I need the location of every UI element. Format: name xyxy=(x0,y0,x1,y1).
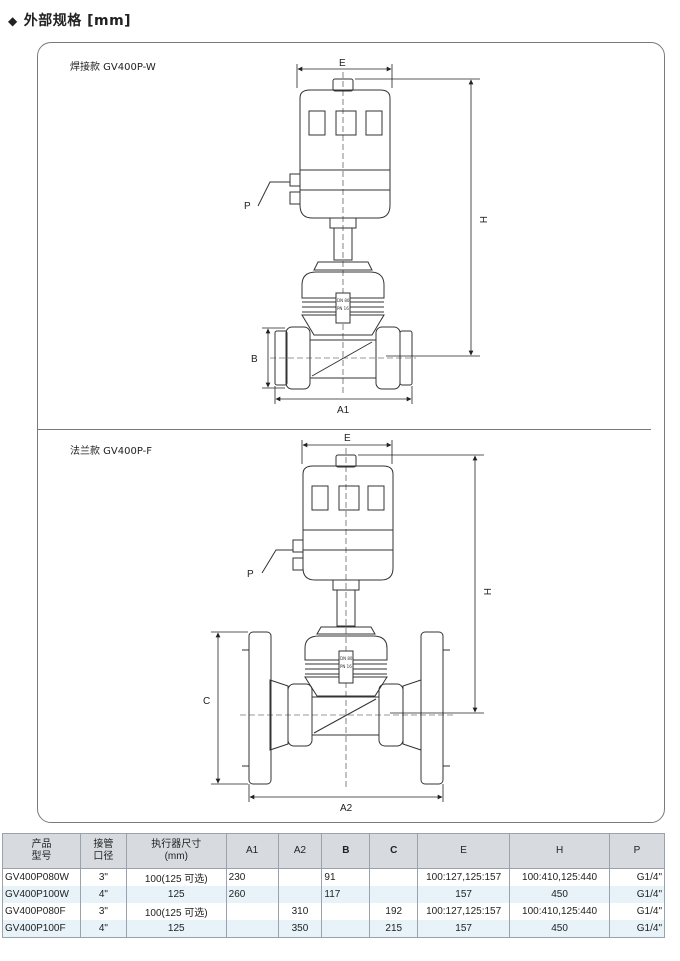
table-row: GV400P080F 3" 100(125 可选) 310 192 100:12… xyxy=(2,903,665,920)
air-port-icon xyxy=(289,191,301,205)
table-header-row: 产品型号 接管口径 执行器尺寸(mm) A1 A2 B C E H P xyxy=(2,833,665,869)
valve-mark-dn: DN 80 xyxy=(340,656,353,661)
spec-table: 产品型号 接管口径 执行器尺寸(mm) A1 A2 B C E H P GV40… xyxy=(2,833,665,938)
header-actuator: 执行器尺寸(mm) xyxy=(125,833,227,869)
valve-mark-dn: DN 80 xyxy=(337,298,350,303)
diamond-bullet-icon: ◆ xyxy=(8,14,18,28)
header-c: C xyxy=(369,833,419,869)
dim-p-welded: P xyxy=(244,201,251,212)
dim-a2-flanged: A2 xyxy=(340,803,353,814)
header-p: P xyxy=(609,833,665,869)
valve-mark-pn: PN 16 xyxy=(340,664,352,669)
actuator-housing xyxy=(299,89,391,219)
actuator-indicator-icon xyxy=(332,78,354,92)
table-row: GV400P100F 4" 125 350 215 157 450 G1/4" xyxy=(2,920,665,938)
welded-dimensions xyxy=(262,64,480,404)
air-port-icon xyxy=(292,557,304,571)
actuator-indicator-icon xyxy=(335,454,357,468)
header-e: E xyxy=(417,833,511,869)
air-port-icon xyxy=(289,173,301,187)
dim-p-flanged: P xyxy=(247,569,254,580)
welded-valve-drawing xyxy=(257,72,416,395)
dim-b-welded: B xyxy=(251,354,258,365)
table-row: GV400P100W 4" 125 260 117 157 450 G1/4" xyxy=(2,886,665,903)
flanged-dimensions xyxy=(211,440,484,802)
dim-c-flanged: C xyxy=(203,696,210,707)
dim-h-welded: H xyxy=(477,216,488,223)
actuator-window-icon xyxy=(308,110,326,136)
dim-e-flanged: E xyxy=(344,433,351,444)
header-b: B xyxy=(321,833,371,869)
header-a2: A2 xyxy=(277,833,323,869)
variant-label-welded: 焊接款 GV400P-W xyxy=(70,62,156,73)
dim-a1-welded: A1 xyxy=(337,405,350,416)
header-size: 接管口径 xyxy=(79,833,127,869)
section-title: ◆ 外部规格 [mm] xyxy=(8,10,131,30)
header-model: 产品型号 xyxy=(2,833,81,869)
actuator-window-icon xyxy=(367,485,385,511)
section-title-text: 外部规格 [mm] xyxy=(23,13,132,29)
air-port-icon xyxy=(292,539,304,553)
dim-e-welded: E xyxy=(339,58,346,69)
header-h: H xyxy=(509,833,611,869)
flange-right xyxy=(420,631,444,785)
actuator-window-icon xyxy=(365,110,383,136)
actuator-housing xyxy=(302,465,394,581)
actuator-window-icon xyxy=(338,485,360,511)
flanged-valve-drawing xyxy=(240,448,455,790)
actuator-window-icon xyxy=(311,485,329,511)
valve-mark-pn: PN 16 xyxy=(337,306,349,311)
flange-left xyxy=(248,631,272,785)
variant-label-flanged: 法兰款 GV400P-F xyxy=(70,446,153,457)
table-row: GV400P080W 3" 100(125 可选) 230 91 100:127… xyxy=(2,868,665,886)
actuator-window-icon xyxy=(335,110,357,136)
panel-divider xyxy=(37,429,651,430)
drawing-panel xyxy=(37,42,665,823)
header-a1: A1 xyxy=(225,833,279,869)
dim-h-flanged: H xyxy=(481,588,492,595)
